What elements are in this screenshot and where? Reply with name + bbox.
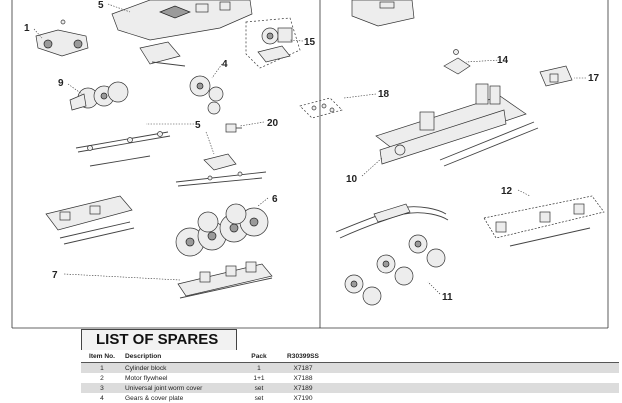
tender-chassis-part [375, 83, 539, 167]
cover-plate-part [443, 49, 471, 75]
callout-11: 11 [442, 292, 453, 303]
coupling-part [539, 65, 573, 87]
row-code: X7187 [281, 362, 325, 373]
row-description: Motor flywheel [125, 374, 168, 382]
valve-gear-part [175, 153, 267, 187]
row-description: Gears & cover plate [125, 394, 184, 402]
callout-leaders [33, 3, 586, 295]
callout-7: 7 [52, 270, 58, 281]
row-item-no: 2 [100, 374, 104, 382]
lower-chassis-part [177, 261, 273, 299]
callout-5: 5 [195, 120, 201, 131]
header-description: Description [123, 350, 237, 363]
brake-gear-part [45, 195, 135, 245]
screws-part [299, 97, 343, 119]
callout-18: 18 [378, 89, 390, 100]
list-of-spares: LIST OF SPARES Item No. Description Pack… [81, 329, 622, 403]
row-description: Cylinder block [123, 362, 237, 373]
table-row: 4 Gears & cover plate set X7190 [81, 393, 619, 403]
callout-1: 1 [24, 23, 30, 34]
row-pack: set [237, 383, 281, 393]
table-row: 1 Cylinder block 1 X7187 [81, 362, 619, 373]
pin-part [225, 123, 242, 133]
diagram-frame [11, 0, 609, 329]
row-item-no: 3 [81, 383, 123, 393]
callout-labels: 5 1 15 4 9 5 20 18 14 17 10 12 6 7 11 [24, 0, 600, 303]
spares-table: Item No. Description Pack R30399SS 1 Cyl… [81, 350, 619, 403]
header-spacer [325, 350, 619, 363]
callout-5-top: 5 [98, 0, 104, 11]
row-code: X7188 [293, 374, 313, 382]
callout-17: 17 [588, 73, 600, 84]
spares-header-row: Item No. Description Pack R30399SS [81, 350, 619, 363]
row-item-no: 1 [81, 362, 123, 373]
cylinder-block-part [35, 19, 89, 57]
row-pack: 1+1 [253, 374, 265, 382]
header-code: R30399SS [281, 350, 325, 363]
row-pack: 1 [237, 362, 281, 373]
motor-flywheel-part [245, 17, 301, 69]
row-spacer [325, 393, 619, 403]
row-spacer [325, 373, 619, 383]
row-spacer [325, 362, 619, 373]
callout-9: 9 [58, 78, 64, 89]
tender-body-part [351, 0, 415, 27]
callout-10: 10 [346, 174, 358, 185]
tender-wheels-part [344, 234, 446, 306]
callout-14: 14 [497, 55, 509, 66]
table-row: 3 Universal joint worm cover set X7189 [81, 383, 619, 393]
table-row: 2 Motor flywheel 1+1 X7188 [81, 373, 619, 383]
callout-6: 6 [272, 194, 278, 205]
tender-brake-part [483, 195, 605, 247]
row-code: X7189 [281, 383, 325, 393]
gears-cover-part [189, 75, 224, 115]
callout-15: 15 [304, 37, 316, 48]
wiring-part [335, 203, 449, 239]
row-pack: set [254, 394, 264, 402]
spares-title: LIST OF SPARES [81, 329, 237, 350]
header-pack: Pack [237, 350, 281, 363]
row-code: X7190 [293, 394, 313, 402]
row-description: Universal joint worm cover [123, 383, 237, 393]
row-spacer [325, 383, 619, 393]
coupling-rods-part [75, 131, 171, 167]
callout-12: 12 [501, 186, 513, 197]
row-item-no: 4 [100, 394, 104, 402]
callout-4: 4 [222, 59, 228, 70]
header-item-no: Item No. [81, 350, 123, 363]
driving-wheels-part [175, 203, 269, 257]
callout-20: 20 [267, 118, 279, 129]
loco-body-chassis [111, 0, 253, 67]
pony-truck-part [69, 81, 129, 111]
